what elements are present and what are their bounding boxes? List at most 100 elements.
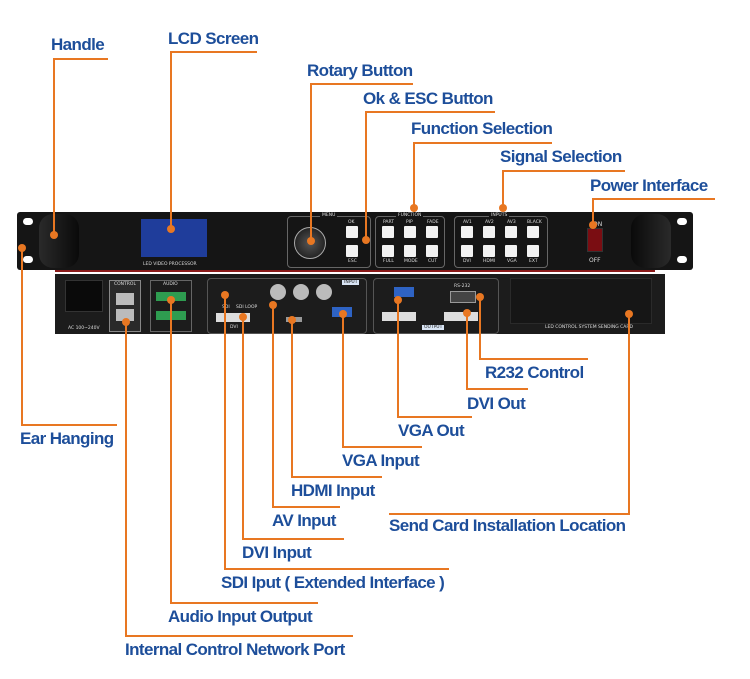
sending-card-label: LED CONTROL SYSTEM SENDING CARD — [545, 325, 633, 330]
btn-label-vga: VGA — [507, 259, 517, 264]
function-title: FUNCTION — [396, 213, 424, 218]
leader-signal — [502, 170, 625, 208]
sdi-loop-label: SDI LOOP — [236, 305, 258, 310]
label-ear-hanging: Ear Hanging — [20, 429, 114, 448]
label-signal-selection: Signal Selection — [500, 147, 622, 166]
leader-lcd — [170, 51, 257, 229]
dot-rotary — [307, 237, 315, 245]
dot-send-card — [625, 310, 633, 318]
rs232-label: RS-232 — [454, 284, 471, 289]
label-vga-out: VGA Out — [398, 421, 465, 440]
front-panel: LED VIDEO PROCESSOR MENU OK ESC FUNCTION… — [17, 212, 693, 270]
label-vga-input: VGA Input — [342, 451, 420, 470]
power-inlet — [65, 280, 103, 312]
esc-button[interactable] — [346, 245, 358, 257]
inputs-group: INPUTS AV1 AV2 AV3 BLACK DVI HDMI VGA EX… — [454, 213, 548, 268]
dot-sdi — [221, 291, 229, 299]
btn-label-ext: EXT — [529, 259, 538, 264]
part-button[interactable] — [382, 226, 394, 238]
dot-signal — [499, 204, 507, 212]
leader-ear — [21, 248, 117, 426]
btn-label-dvi: DVI — [463, 259, 471, 264]
label-rotary-button: Rotary Button — [307, 61, 413, 80]
btn-label-fade: FADE — [427, 220, 439, 225]
inputs-title: INPUTS — [489, 213, 510, 218]
btn-label-black: BLACK — [527, 220, 542, 225]
dot-av — [269, 301, 277, 309]
full-button[interactable] — [382, 245, 394, 257]
vga-out-port[interactable] — [394, 287, 414, 297]
label-control-port: Internal Control Network Port — [125, 640, 345, 659]
btn-label-cut: CUT — [428, 259, 438, 264]
vga-button[interactable] — [505, 245, 517, 257]
btn-label-full: FULL — [383, 259, 394, 264]
av2-button[interactable] — [483, 226, 495, 238]
handle-left[interactable] — [39, 214, 79, 268]
dot-ok-esc — [362, 236, 370, 244]
btn-label-part: PART — [383, 220, 395, 225]
label-sdi-input: SDI Iput ( Extended Interface ) — [221, 573, 445, 592]
bnc-av2[interactable] — [293, 284, 309, 300]
dot-vga-out — [394, 296, 402, 304]
leader-function — [413, 142, 552, 208]
btn-label-av3: AV3 — [507, 220, 516, 225]
handle-right[interactable] — [631, 214, 671, 268]
rs232-port[interactable] — [450, 291, 476, 303]
label-audio-io: Audio Input Output — [168, 607, 313, 626]
rack-ear-hole — [23, 256, 33, 263]
dot-hdmi — [288, 316, 296, 324]
mode-button[interactable] — [404, 245, 416, 257]
pip-button[interactable] — [404, 226, 416, 238]
dot-vga-input — [339, 310, 347, 318]
leader-power — [592, 198, 715, 225]
label-handle: Handle — [51, 35, 105, 54]
av1-button[interactable] — [461, 226, 473, 238]
dot-control — [122, 318, 130, 326]
bnc-av3[interactable] — [270, 284, 286, 300]
power-switch[interactable] — [587, 228, 603, 252]
rj45-port[interactable] — [116, 309, 134, 321]
power-off-label: OFF — [589, 257, 601, 264]
ok-label: OK — [348, 220, 355, 225]
fade-button[interactable] — [426, 226, 438, 238]
leader-av — [272, 305, 340, 508]
leader-send-card — [389, 314, 630, 515]
lcd-screen — [141, 219, 207, 257]
dvi-label: DVI — [230, 325, 238, 330]
label-send-card: Send Card Installation Location — [389, 516, 626, 535]
hdmi-button[interactable] — [483, 245, 495, 257]
rack-ear-hole — [677, 256, 687, 263]
leader-dvi-input — [242, 317, 344, 540]
function-group: FUNCTION PART PIP FADE FULL MODE CUT — [375, 213, 445, 268]
menu-group: MENU OK ESC — [287, 213, 371, 268]
btn-label-hdmi: HDMI — [483, 259, 496, 264]
label-function-selection: Function Selection — [411, 119, 553, 138]
leader-audio — [170, 300, 318, 604]
ok-button[interactable] — [346, 226, 358, 238]
dot-r232 — [476, 293, 484, 301]
input-label: INPUT — [342, 280, 360, 285]
rj45-port[interactable] — [116, 293, 134, 305]
dvi-input-port[interactable] — [216, 313, 250, 322]
rack-ear-hole — [677, 218, 687, 225]
leader-handle — [53, 58, 108, 235]
control-label: CONTROL — [114, 282, 136, 287]
cut-button[interactable] — [426, 245, 438, 257]
leader-hdmi — [291, 320, 382, 478]
power-rating: AC 100~240V — [68, 326, 100, 331]
black-button[interactable] — [527, 226, 539, 238]
dvi-button[interactable] — [461, 245, 473, 257]
label-ok-esc-button: Ok & ESC Button — [363, 89, 493, 108]
dot-ear — [18, 244, 26, 252]
ext-button[interactable] — [527, 245, 539, 257]
leader-dvi-out — [466, 313, 528, 390]
av3-button[interactable] — [505, 226, 517, 238]
front-panel-trim — [55, 270, 655, 272]
dvi2-out-port[interactable] — [444, 312, 478, 321]
bnc-av1[interactable] — [316, 284, 332, 300]
label-hdmi-input: HDMI Input — [291, 481, 375, 500]
leader-vga-input — [342, 314, 422, 448]
leader-control — [125, 322, 353, 637]
leader-sdi — [224, 295, 449, 570]
